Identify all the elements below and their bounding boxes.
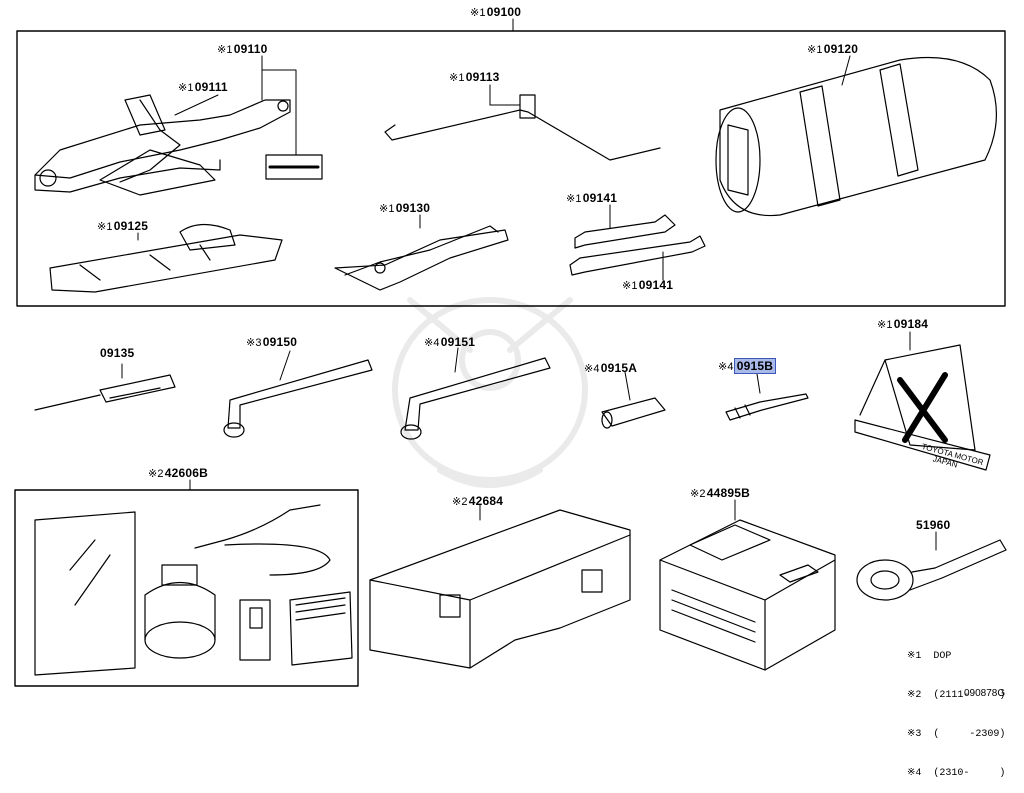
legend-line: ※1 DOP — [907, 651, 952, 662]
legend-line: ※4 (2310- ) — [907, 768, 1006, 779]
callout-09113[interactable]: ※109113 — [449, 70, 499, 85]
part-number: 44895B — [706, 486, 750, 500]
callout-09150[interactable]: ※309150 — [246, 335, 297, 350]
pliers-drawing — [334, 225, 509, 291]
part-number: 09110 — [233, 42, 268, 56]
callout-mark: ※1 — [622, 280, 638, 292]
part-number: 09151 — [440, 335, 476, 349]
part-number: 09120 — [823, 42, 859, 56]
callout-09120[interactable]: ※109120 — [807, 42, 858, 57]
part-number: 51960 — [916, 518, 951, 532]
wrench-upper-drawing — [574, 214, 676, 249]
wrench-lower-drawing — [569, 235, 706, 276]
legend-line: ※2 (2111- ) — [907, 690, 1006, 701]
callout-mark: ※1 — [379, 203, 395, 215]
part-number-highlighted: 0915B — [733, 358, 777, 374]
callout-mark: ※1 — [97, 221, 113, 233]
part-number: 09184 — [893, 317, 929, 331]
callout-mark: ※2 — [452, 496, 468, 508]
callout-mark: ※1 — [470, 7, 486, 19]
part-number: 09141 — [582, 191, 618, 205]
part-number: 09125 — [113, 219, 149, 233]
callout-42606B[interactable]: ※242606B — [148, 466, 208, 481]
part-number: 0915A — [600, 361, 638, 375]
callout-09151[interactable]: ※409151 — [424, 335, 475, 350]
part-number: 09111 — [194, 80, 228, 94]
jack-handle-drawing — [384, 94, 661, 161]
part-number: 09135 — [100, 346, 135, 360]
tow-hook-drawing — [856, 539, 1007, 601]
lug-wrench-09151-drawing — [400, 357, 551, 440]
callout-mark: ※1 — [807, 44, 823, 56]
kit-box-42606B — [14, 489, 359, 687]
part-number: 09100 — [486, 5, 522, 19]
screwdriver-drawing — [34, 374, 176, 411]
callout-0915A[interactable]: ※40915A — [584, 361, 637, 376]
callout-mark: ※1 — [566, 193, 582, 205]
leader-lines — [121, 18, 937, 551]
diagram-code: 090878G — [964, 688, 1006, 699]
parts-diagram — [14, 18, 1007, 687]
repair-kit-drawing — [34, 504, 353, 676]
callout-09141-upper[interactable]: ※109141 — [566, 191, 617, 206]
footnote-legend: ※1 DOP ※2 (2111- ) ※3 ( -2309) ※4 (2310-… — [907, 624, 1005, 793]
part-number: 09150 — [262, 335, 298, 349]
tool-bag-drawing — [715, 56, 997, 217]
callout-09110[interactable]: ※109110 — [217, 42, 267, 57]
callout-mark: ※1 — [178, 82, 194, 94]
callout-mark: ※1 — [217, 44, 233, 56]
callout-mark: ※4 — [424, 337, 440, 349]
kit-box-09100 — [16, 30, 1006, 307]
callout-mark: ※1 — [877, 319, 893, 331]
warning-triangle-drawing — [854, 344, 991, 471]
part-number: 09130 — [395, 201, 431, 215]
callout-09135[interactable]: 09135 — [99, 346, 134, 361]
compressor-drawing — [659, 519, 836, 671]
callout-mark: ※2 — [690, 488, 706, 500]
callout-mark: ※4 — [584, 363, 600, 375]
adapter-0915A-drawing — [601, 397, 666, 429]
callout-09100[interactable]: ※109100 — [470, 5, 521, 20]
callout-mark: ※3 — [246, 337, 262, 349]
jack-drawing — [34, 94, 291, 196]
legend-line: ※3 ( -2309) — [907, 729, 1006, 740]
callout-51960[interactable]: 51960 — [915, 518, 950, 533]
callout-mark: ※4 — [718, 361, 734, 373]
callout-42684[interactable]: ※242684 — [452, 494, 503, 509]
callout-09184[interactable]: ※109184 — [877, 317, 928, 332]
callout-09130[interactable]: ※109130 — [379, 201, 430, 216]
callout-mark: ※2 — [148, 468, 164, 480]
toolbox-drawing — [369, 509, 631, 669]
part-number: 42606B — [164, 466, 208, 480]
callout-09125[interactable]: ※109125 — [97, 219, 148, 234]
callout-44895B[interactable]: ※244895B — [690, 486, 750, 501]
part-number: 09141 — [638, 278, 674, 292]
jack-bag-drawing — [49, 223, 283, 293]
part-number: 42684 — [468, 494, 504, 508]
jack-label-plate — [265, 154, 323, 180]
watermark-logo — [392, 297, 588, 488]
callout-mark: ※1 — [449, 72, 465, 84]
lug-wrench-09150-drawing — [223, 359, 373, 438]
part-number: 09113 — [465, 70, 500, 84]
callout-09111[interactable]: ※109111 — [178, 80, 228, 95]
valve-tool-0915B-drawing — [725, 393, 809, 421]
callout-09141-lower[interactable]: ※109141 — [622, 278, 673, 293]
